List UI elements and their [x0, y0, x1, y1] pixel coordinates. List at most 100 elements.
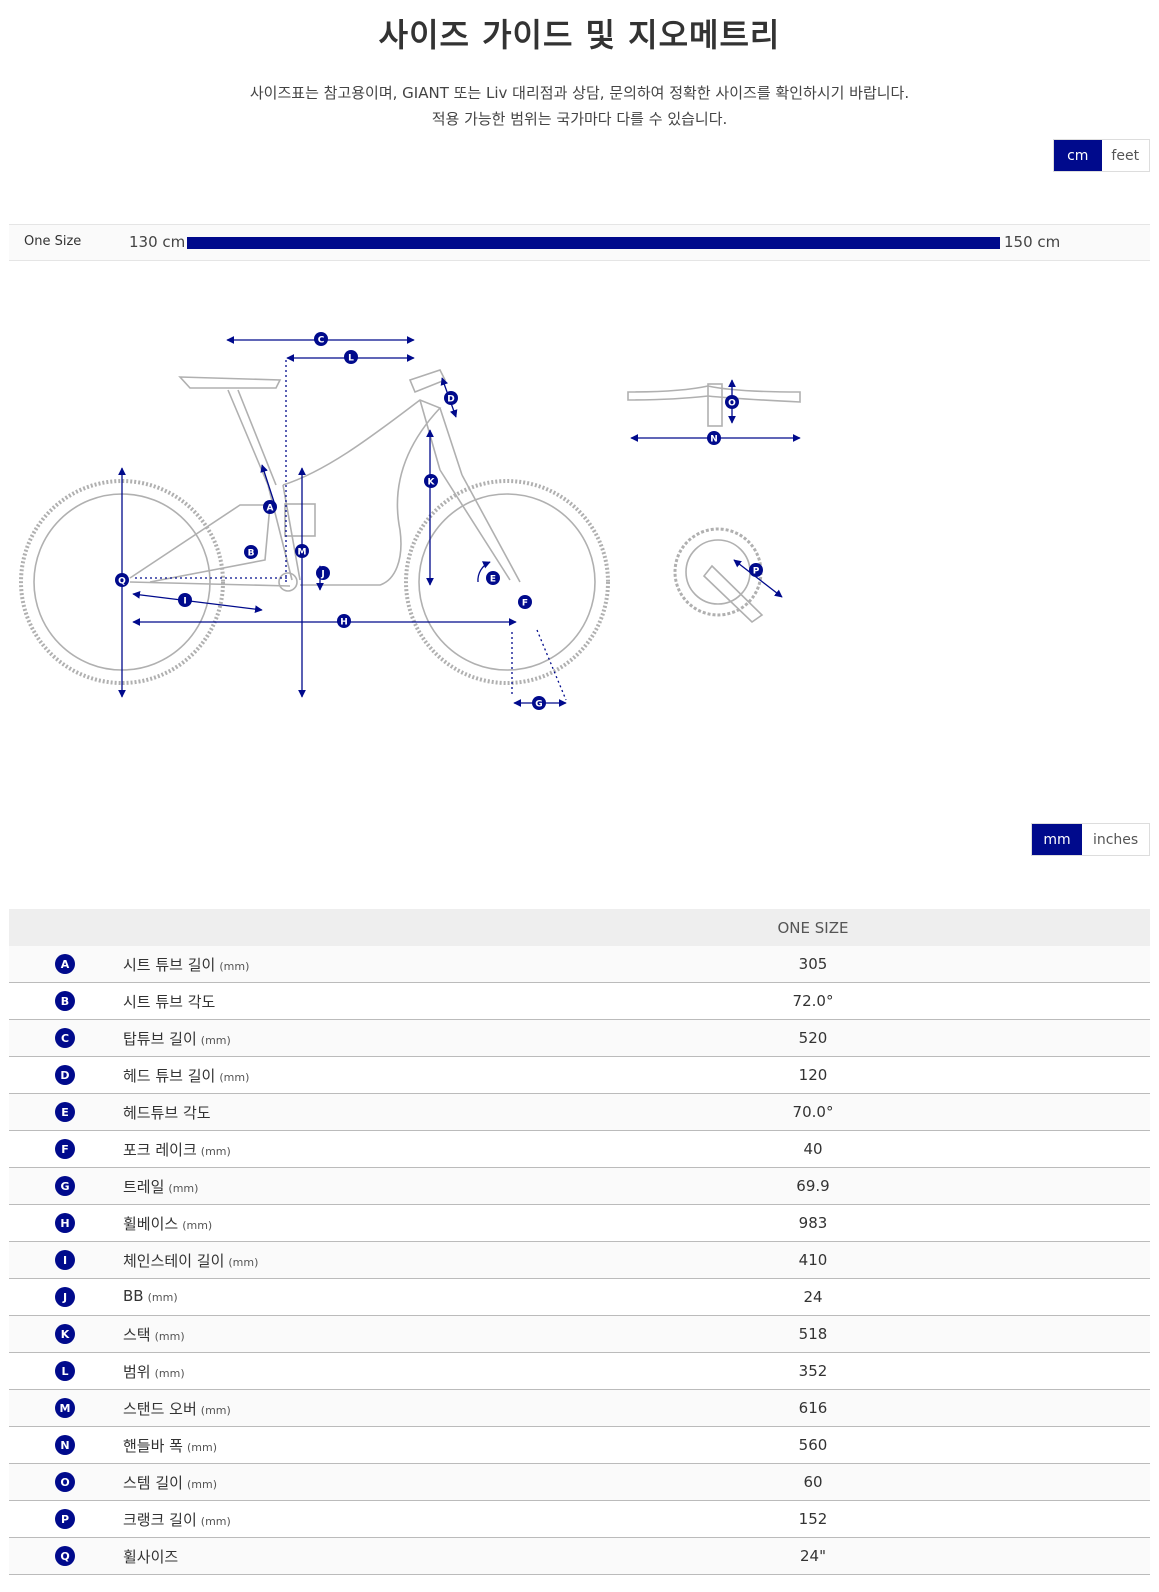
row-label: 트레일(mm)	[123, 1176, 198, 1197]
row-label-text: 범위	[123, 1363, 151, 1381]
row-value: 69.9	[796, 1177, 830, 1195]
crankset-inset	[673, 527, 764, 624]
row-label-text: 트레일	[123, 1178, 165, 1196]
row-label: 스템 길이(mm)	[123, 1472, 217, 1493]
row-label: BB(mm)	[123, 1287, 178, 1305]
row-label: 크랭크 길이(mm)	[123, 1509, 231, 1530]
row-label: 탑튜브 길이(mm)	[123, 1028, 231, 1049]
row-key-badge: P	[55, 1509, 75, 1529]
row-key-badge: E	[55, 1102, 75, 1122]
front-triangle	[282, 399, 442, 586]
column-header-one-size: ONE SIZE	[777, 919, 849, 937]
svg-text:F: F	[522, 599, 528, 609]
row-label: 시트 튜브 각도	[123, 991, 219, 1012]
diagram-badge-c: C	[314, 332, 328, 346]
unit-mm-button[interactable]: mm	[1032, 824, 1083, 855]
row-value: 305	[798, 955, 828, 973]
row-key-badge: D	[55, 1065, 75, 1085]
stem-bars	[408, 369, 447, 394]
diagram-badge-k: K	[424, 474, 438, 488]
svg-text:H: H	[340, 618, 348, 628]
diagram-badges: A B C D E F G H I J K L M N O P Q	[115, 332, 763, 710]
dimension-lines	[118, 336, 801, 707]
diagram-badge-e: E	[486, 571, 500, 585]
row-label-text: 시트 튜브 각도	[123, 993, 216, 1011]
geometry-diagram: A B C D E F G H I J K L M N O P Q	[19, 332, 801, 710]
row-key-badge: B	[55, 991, 75, 1011]
row-label-text: 탑튜브 길이	[123, 1030, 197, 1048]
row-value: 24"	[800, 1547, 826, 1565]
diagram-badge-f: F	[518, 595, 532, 609]
diagram-badge-g: G	[532, 696, 546, 710]
row-unit: (mm)	[186, 1441, 217, 1454]
row-label: 헤드 튜브 길이(mm)	[123, 1065, 249, 1086]
rear-tire	[19, 479, 225, 685]
diagram-badge-h: H	[337, 614, 351, 628]
row-unit: (mm)	[154, 1367, 185, 1380]
svg-text:J: J	[320, 570, 324, 580]
table-header: ONE SIZE	[9, 909, 1150, 946]
dim-arc-e	[477, 561, 491, 583]
dim-line-a	[260, 464, 277, 509]
table-row: O 스템 길이(mm) 60	[9, 1464, 1150, 1501]
row-label-text: 헤드튜브 각도	[123, 1104, 211, 1122]
svg-text:G: G	[535, 700, 542, 710]
row-unit: (mm)	[200, 1404, 231, 1417]
row-label-text: 시트 튜브 길이	[123, 956, 216, 974]
row-unit: (mm)	[200, 1145, 231, 1158]
front-rim	[418, 493, 596, 671]
size-name: One Size	[24, 234, 82, 249]
row-label: 휠베이스(mm)	[123, 1213, 212, 1234]
row-key-badge: A	[55, 954, 75, 974]
row-unit: (mm)	[147, 1291, 178, 1304]
row-key-badge: O	[55, 1472, 75, 1492]
row-unit: (mm)	[186, 1478, 217, 1491]
row-unit: (mm)	[182, 1219, 213, 1232]
diagram-badge-l: L	[344, 350, 358, 364]
bike-outline	[19, 369, 610, 685]
row-label-text: 스택	[123, 1326, 151, 1344]
row-label-text: 핸들바 폭	[123, 1437, 183, 1455]
svg-text:M: M	[298, 548, 307, 558]
svg-text:C: C	[318, 336, 325, 346]
row-label-text: 헤드 튜브 길이	[123, 1067, 216, 1085]
row-value: 616	[798, 1399, 828, 1417]
row-unit: (mm)	[219, 960, 250, 973]
geometry-unit-toggle: mm inches	[1031, 823, 1150, 856]
row-value: 352	[798, 1362, 828, 1380]
diagram-badge-d: D	[444, 391, 458, 405]
unit-inches-button[interactable]: inches	[1082, 824, 1149, 855]
row-key-badge: L	[55, 1361, 75, 1381]
intro-line-2: 적용 가능한 범위는 국가마다 다를 수 있습니다.	[431, 110, 728, 128]
diagram-badge-m: M	[295, 544, 309, 558]
row-value: 983	[798, 1214, 828, 1232]
row-key-badge: C	[55, 1028, 75, 1048]
row-value: 60	[803, 1473, 823, 1491]
front-tire	[404, 479, 610, 685]
row-value: 40	[803, 1140, 823, 1158]
row-value: 518	[798, 1325, 828, 1343]
row-label: 스택(mm)	[123, 1324, 185, 1345]
page-title: 사이즈 가이드 및 지오메트리	[378, 16, 781, 54]
row-label: 핸들바 폭(mm)	[123, 1435, 217, 1456]
diagram-badge-a: A	[263, 500, 277, 514]
table-row: L 범위(mm) 352	[9, 1353, 1150, 1390]
diagram-badge-p: P	[749, 563, 763, 577]
svg-text:D: D	[447, 395, 454, 405]
unit-cm-button[interactable]: cm	[1054, 140, 1102, 171]
row-unit: (mm)	[168, 1182, 199, 1195]
size-range-row: One Size 130 cm 150 cm	[9, 224, 1150, 261]
unit-feet-button[interactable]: feet	[1101, 140, 1149, 171]
row-label-text: 스템 길이	[123, 1474, 183, 1492]
